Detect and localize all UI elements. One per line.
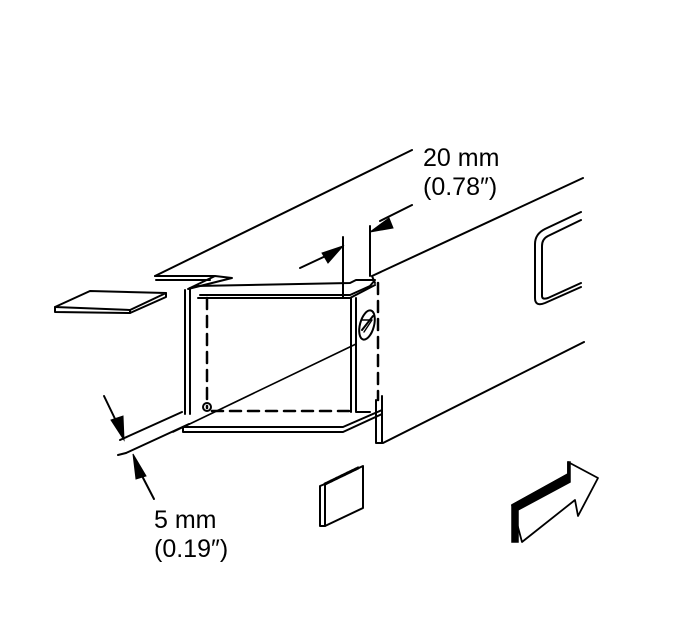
- loose-plate-left: [54, 290, 167, 314]
- dimension-20mm-lines: [299, 204, 413, 298]
- pivot-point: [202, 402, 212, 412]
- hidden-lines: [205, 281, 380, 413]
- dimension-5mm-imperial: (0.19″): [154, 535, 229, 563]
- end-cap-opening: [534, 211, 582, 306]
- forward-direction-arrow-icon: [511, 461, 599, 543]
- dimension-label-20mm: 20 mm (0.78″): [423, 144, 499, 202]
- right-flange: [350, 297, 383, 444]
- dimension-5mm-lines: [103, 395, 155, 500]
- dimension-20mm-metric: 20 mm: [423, 144, 500, 172]
- weld-spot-symbol: [358, 309, 376, 341]
- arrowheads: [110, 217, 394, 480]
- arrowhead-5mm-bottom-icon: [132, 453, 147, 480]
- arrowhead-20mm-left-icon: [321, 244, 345, 264]
- dimension-label-5mm: 5 mm (0.19″): [154, 506, 228, 564]
- lower-flange: [182, 409, 383, 433]
- dimension-20mm-imperial: (0.78″): [423, 173, 498, 201]
- rail-outline: [117, 149, 585, 456]
- loose-plate-bottom: [319, 465, 364, 527]
- dimension-5mm-metric: 5 mm: [154, 506, 217, 534]
- arrowhead-5mm-top-icon: [110, 415, 125, 442]
- arrowhead-20mm-right-icon: [369, 217, 394, 233]
